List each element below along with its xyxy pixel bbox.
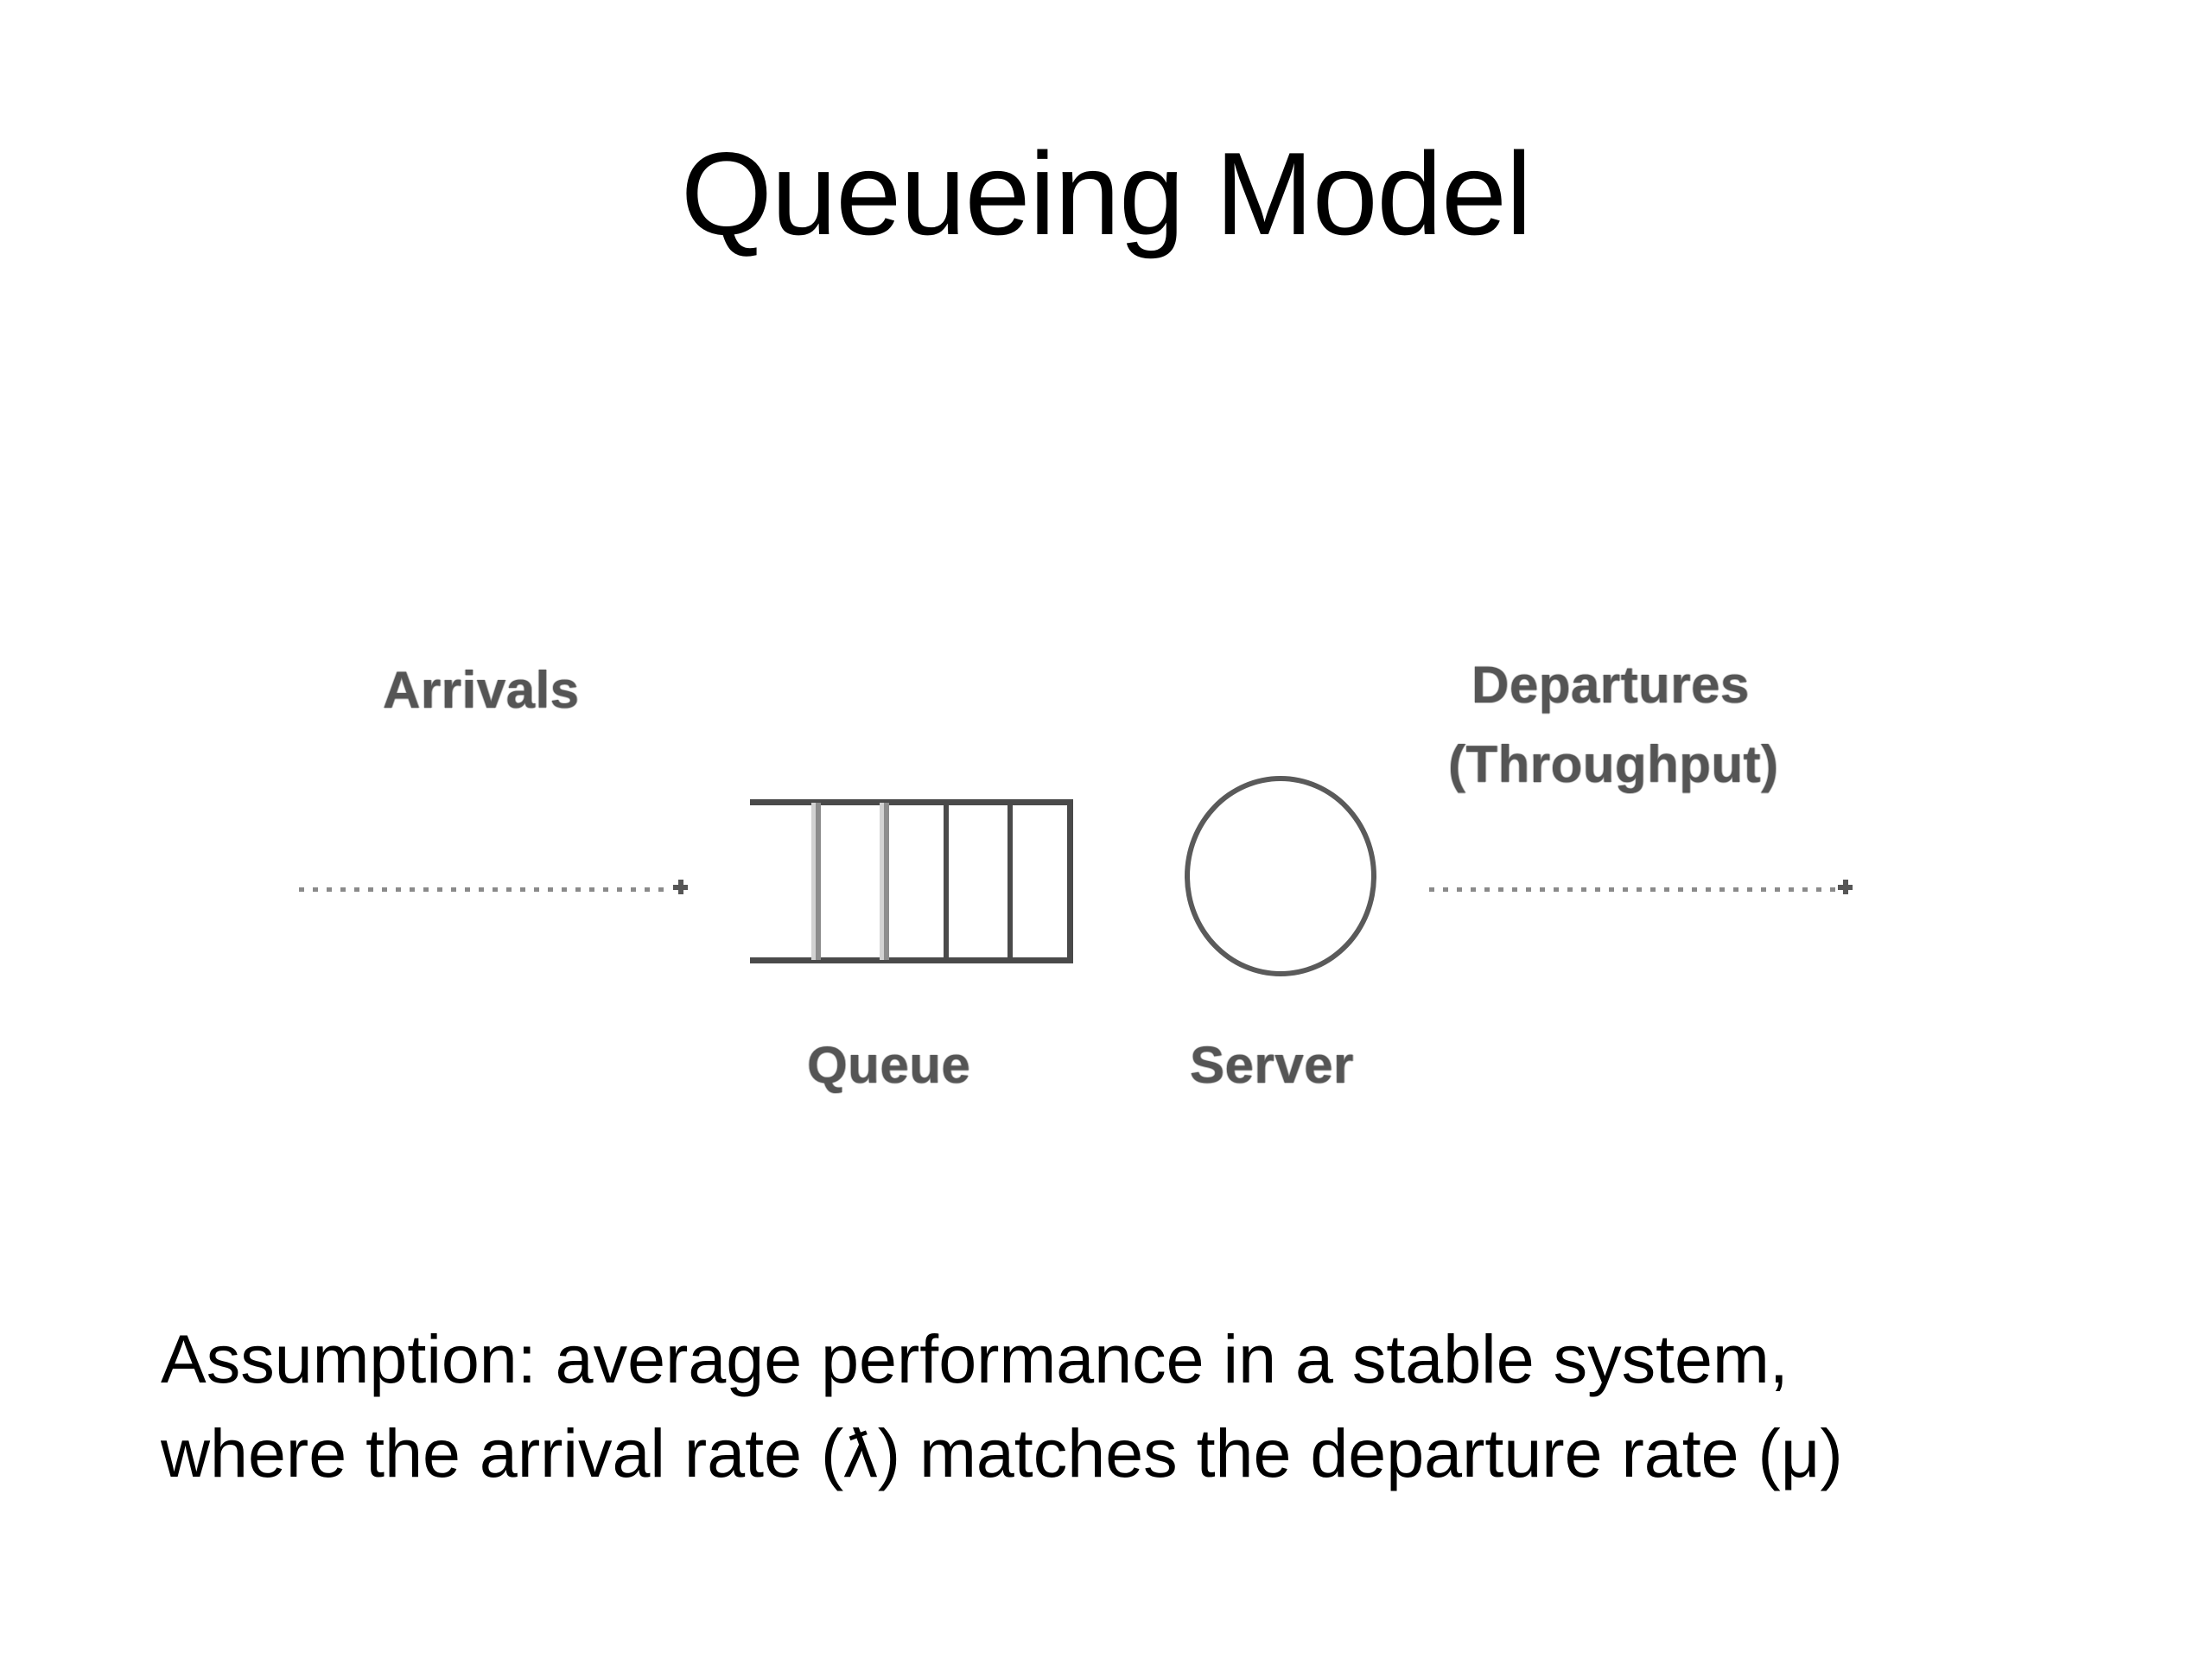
assumption-line-2: where the arrival rate (ƛ) matches the d…: [161, 1414, 1843, 1492]
queue-bottom-edge: [750, 957, 1073, 963]
queue-divider-3: [944, 803, 949, 960]
arrivals-arrow-line: [299, 887, 672, 892]
queue-box-shape: [750, 799, 1073, 963]
server-label: Server: [1190, 1036, 1354, 1094]
queue-divider-4: [1007, 803, 1013, 960]
arrivals-arrowhead-icon: [673, 880, 688, 894]
departures-arrow-icon: [1429, 880, 1853, 894]
assumption-line-1: Assumption: average performance in a sta…: [161, 1320, 1789, 1397]
server-circle-shape: [1185, 776, 1376, 976]
queue-right-edge: [1067, 799, 1073, 963]
departures-arrowhead-icon: [1838, 880, 1853, 894]
page-title: Queueing Model: [680, 128, 1532, 259]
queue-label: Queue: [807, 1036, 971, 1094]
queue-divider-2: [884, 803, 889, 960]
assumption-text-block: Assumption: average performance in a sta…: [161, 1312, 2148, 1500]
queueing-model-diagram: Arrivals Departures (Throughput) Queue S…: [299, 656, 1853, 1094]
queue-top-edge: [750, 799, 1073, 805]
throughput-label: (Throughput): [1448, 735, 1779, 793]
departures-label: Departures: [1471, 656, 1750, 714]
arrivals-label: Arrivals: [383, 661, 580, 719]
arrivals-arrow-icon: [299, 880, 688, 894]
queue-divider-1: [816, 803, 821, 960]
departures-arrow-line: [1429, 887, 1837, 892]
